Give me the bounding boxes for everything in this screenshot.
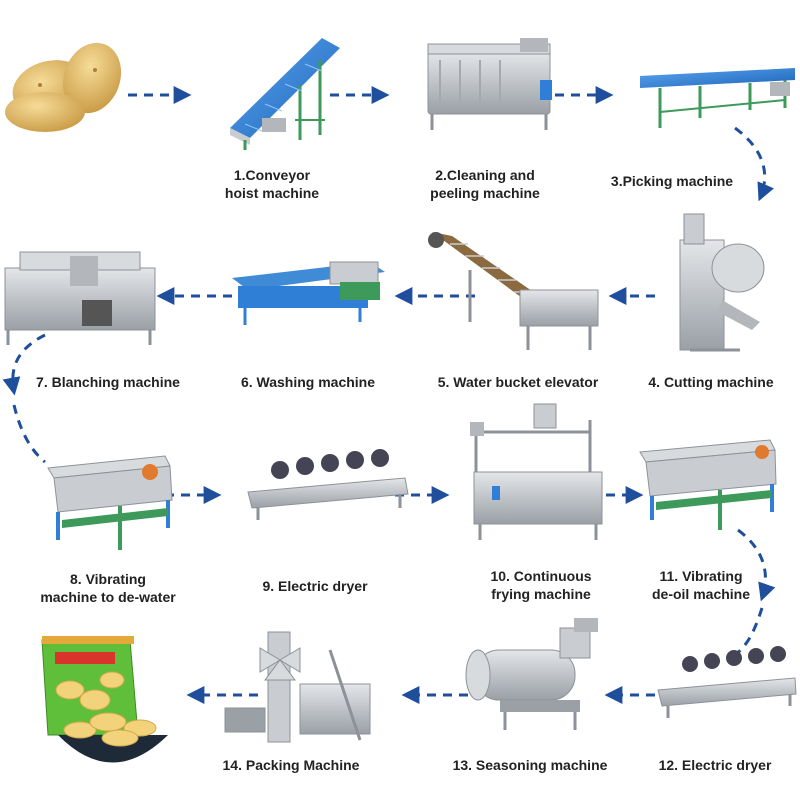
electric-dryer-image: [247, 449, 409, 520]
arrow-8: [2, 333, 46, 396]
water-bucket-elevator-image: [428, 232, 599, 350]
continuous-frying-machine-image: [470, 403, 603, 540]
label-step-5: 5. Water bucket elevator: [437, 374, 599, 390]
conveyor-hoist-machine-image: [230, 38, 340, 150]
washing-machine-image: [232, 261, 385, 325]
vibrating-dewater-machine-image: [47, 455, 173, 550]
cutting-machine-image: [679, 213, 765, 352]
cleaning-peeling-machine-image: [427, 38, 552, 130]
arrow-14: [734, 607, 764, 657]
potatoes-image: [5, 42, 122, 132]
chips-bag-image: [41, 636, 139, 736]
seasoning-machine-image: [465, 618, 598, 730]
label-step-13: 13. Seasoning machine: [452, 757, 608, 773]
label-step-14: 14. Packing Machine: [222, 757, 360, 773]
label-step-4: 4. Cutting machine: [648, 374, 774, 390]
packing-machine-image: [224, 631, 371, 743]
arrow-9: [12, 404, 46, 464]
vibrating-deoil-machine-image: [639, 439, 777, 530]
label-step-9: 9. Electric dryer: [262, 578, 368, 594]
picking-machine-image: [640, 68, 795, 128]
blanching-machine-image: [4, 251, 156, 345]
label-step-7: 7. Blanching machine: [36, 374, 180, 390]
arrow-13: [737, 528, 776, 602]
chips-bowl-image: [58, 712, 168, 763]
label-step-3: 3.Picking machine: [610, 173, 734, 189]
label-step-12: 12. Electric dryer: [658, 757, 772, 773]
label-step-6: 6. Washing machine: [240, 374, 376, 390]
electric-dryer-2-image: [657, 646, 797, 718]
